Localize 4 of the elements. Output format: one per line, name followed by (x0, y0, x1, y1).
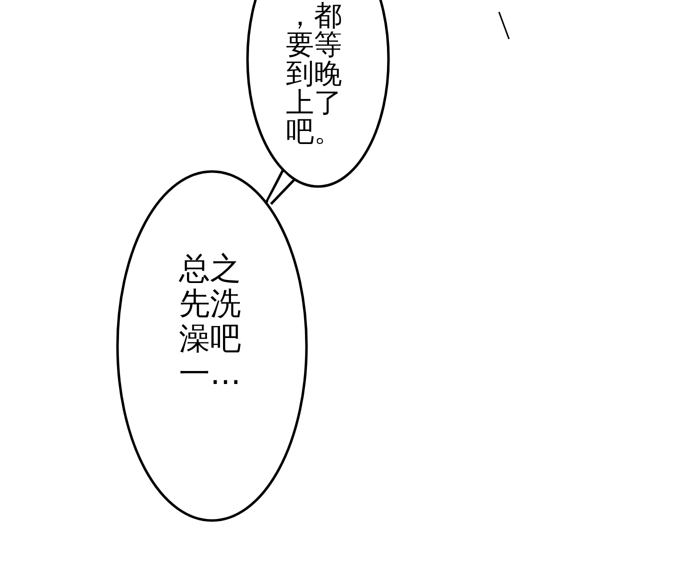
speech-bubble (246, 0, 390, 188)
speech-bubble (116, 170, 308, 522)
speech-text: 总之先洗澡吧一… (179, 252, 241, 392)
speech-text: ，都要等到晚上了吧。 (286, 1, 342, 146)
